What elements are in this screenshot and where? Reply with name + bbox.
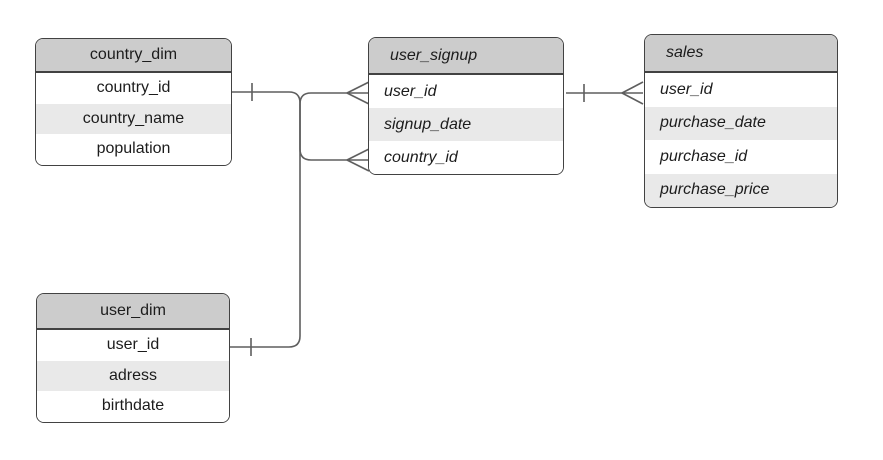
field-row[interactable]: country_id <box>369 141 563 174</box>
field-label: country_id <box>384 148 458 166</box>
field-label: purchase_price <box>660 181 770 199</box>
field-label: population <box>96 140 171 158</box>
relationship-user-signup-to-sales[interactable] <box>566 81 644 105</box>
entity-title: user_dim <box>37 294 229 330</box>
field-label: user_id <box>384 82 437 100</box>
field-label: purchase_date <box>660 114 766 132</box>
field-row[interactable]: user_id <box>369 75 563 108</box>
field-row[interactable]: user_id <box>645 73 837 107</box>
field-label: country_name <box>82 109 185 127</box>
relationship-line[interactable] <box>230 92 369 348</box>
entity-user-dim[interactable]: user_dim user_id adress birthdate <box>36 293 230 423</box>
field-label: purchase_id <box>660 147 748 165</box>
field-label: country_id <box>96 79 171 97</box>
cardinality-many-crow-foot-icon <box>621 81 644 105</box>
field-row[interactable]: signup_date <box>369 108 563 141</box>
field-row[interactable]: purchase_price <box>645 173 837 207</box>
field-row[interactable]: birthdate <box>37 391 229 422</box>
cardinality-many-crow-foot-icon <box>346 81 370 105</box>
cardinality-many-crow-foot-icon <box>346 148 370 172</box>
entity-sales[interactable]: sales user_id purchase_date purchase_id … <box>644 34 838 208</box>
field-label: adress <box>108 366 158 384</box>
field-label: user_id <box>106 336 160 354</box>
relationship-user-dim-to-user-signup[interactable] <box>230 81 370 356</box>
entity-user-signup[interactable]: user_signup user_id signup_date country_… <box>368 37 564 175</box>
field-row[interactable]: user_id <box>37 330 229 361</box>
field-row[interactable]: population <box>36 134 231 165</box>
entity-title: sales <box>645 35 837 73</box>
field-label: birthdate <box>101 397 165 415</box>
field-row[interactable]: adress <box>37 360 229 391</box>
field-label: signup_date <box>384 115 472 133</box>
entity-title: country_dim <box>36 39 231 73</box>
field-label: user_id <box>660 80 713 98</box>
entity-title: user_signup <box>369 38 563 75</box>
field-row[interactable]: country_id <box>36 73 231 104</box>
field-row[interactable]: purchase_id <box>645 140 837 174</box>
field-row[interactable]: country_name <box>36 103 231 134</box>
field-row[interactable]: purchase_date <box>645 106 837 140</box>
entity-country-dim[interactable]: country_dim country_id country_name popu… <box>35 38 232 166</box>
